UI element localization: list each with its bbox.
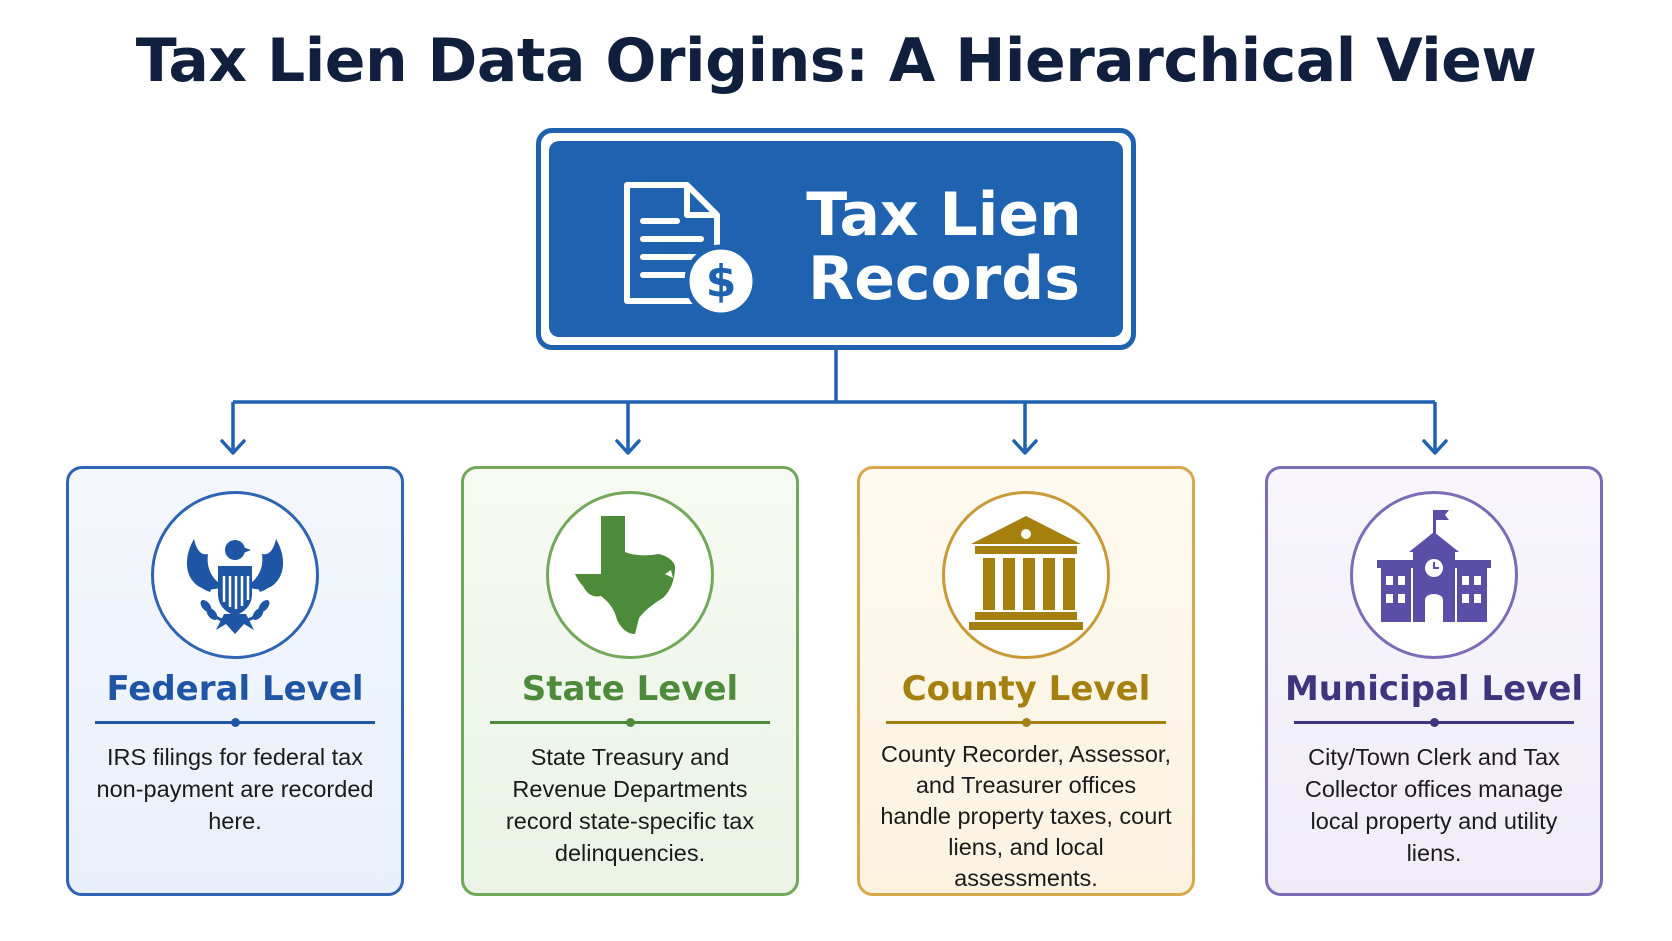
county-level-description: County Recorder, Assessor, and Treasurer…: [880, 741, 1172, 891]
page-title: Tax Lien Data Origins: A Hierarchical Vi…: [135, 26, 1537, 96]
svg-text:$: $: [706, 256, 737, 307]
state-level-description: State Treasury and Revenue Departments r…: [505, 744, 755, 866]
federal-level-description: IRS filings for federal tax non-payment …: [96, 744, 374, 834]
municipal-level-card: Municipal Level City/Town Clerk and Tax …: [1265, 466, 1603, 896]
state-level-card: State Level State Treasury and Revenue D…: [461, 466, 799, 896]
municipal-level-title: Municipal Level: [1284, 669, 1584, 709]
city-hall-icon: [1377, 510, 1491, 622]
federal-level-title: Federal Level: [106, 669, 364, 709]
municipal-level-description: City/Town Clerk and Tax Collector office…: [1304, 744, 1564, 866]
municipal-emblem: [1350, 491, 1518, 659]
county-emblem: [942, 491, 1110, 659]
texas-map-icon: [575, 516, 675, 634]
root-label: Tax Lien Records: [779, 183, 1109, 311]
root-label-line1: Tax Lien: [806, 180, 1082, 250]
root-node: $ Tax Lien Records: [536, 128, 1136, 350]
document-dollar-icon: $: [624, 182, 758, 318]
state-emblem: [546, 491, 714, 659]
county-divider: [886, 718, 1166, 727]
federal-level-card: Federal Level IRS filings for federal ta…: [66, 466, 404, 896]
federal-divider: [95, 718, 375, 727]
state-divider: [490, 718, 770, 727]
state-level-title: State Level: [521, 669, 739, 709]
federal-emblem: [151, 491, 319, 659]
courthouse-icon: [969, 516, 1083, 630]
root-label-line2: Records: [808, 244, 1080, 314]
county-level-title: County Level: [901, 669, 1151, 709]
eagle-seal-icon: [186, 539, 284, 634]
municipal-divider: [1294, 718, 1574, 727]
county-level-card: County Level County Recorder, Assessor, …: [857, 466, 1195, 896]
